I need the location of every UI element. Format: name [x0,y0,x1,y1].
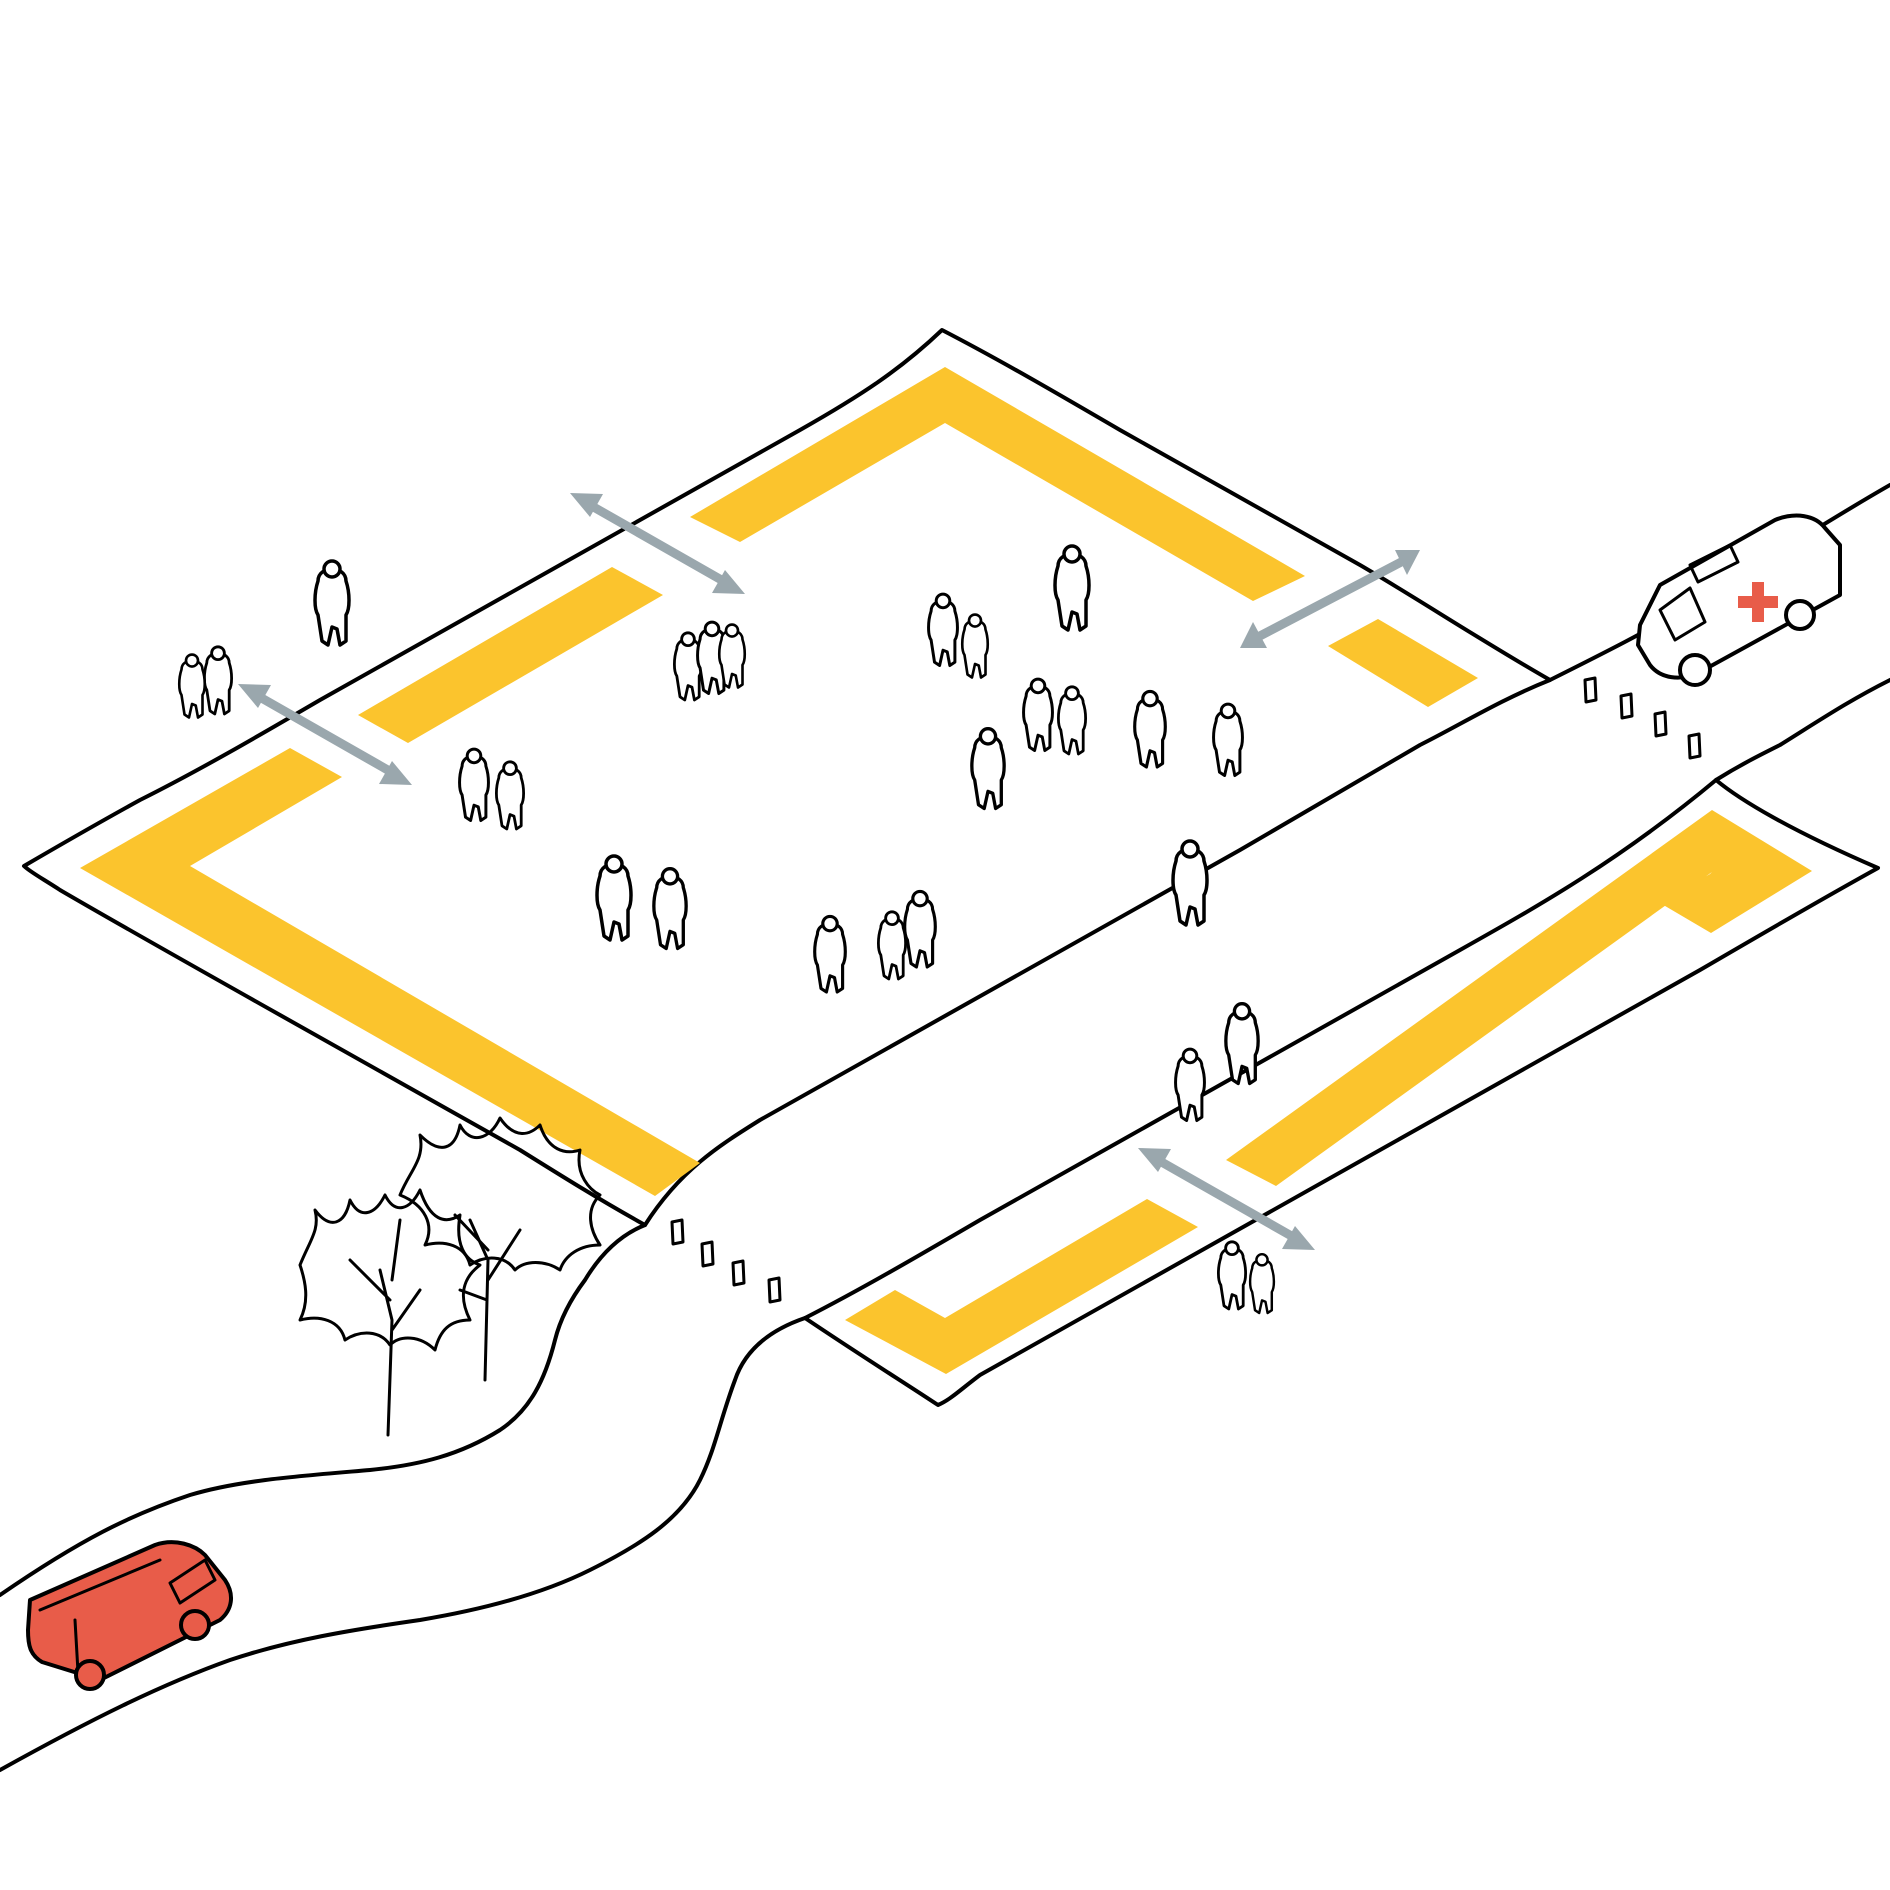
person-icon [970,727,1006,811]
ambulance-windshield [1658,586,1707,642]
person-icon [1022,677,1054,752]
ambulance-wheel-rear [1784,599,1816,631]
bollard [700,1240,715,1268]
person-icon [717,623,747,689]
person-icon [202,645,234,716]
marking-lower-left [845,1199,1198,1374]
trees [298,1116,602,1437]
person-icon [813,914,847,994]
flow-arrows [238,493,1420,1250]
double-arrow-icon [1240,550,1420,648]
van-wheel-rear [74,1659,106,1691]
marking-top-right [690,367,1305,601]
road-upper-right-edge-bottom [1714,678,1890,782]
person-icon [652,867,688,951]
bollard [670,1218,685,1246]
person-icon [877,910,907,981]
roads [0,483,1890,1772]
bollard [1583,676,1598,704]
person-icon [1212,702,1244,777]
person-icon [313,559,351,647]
person-icon [458,747,490,822]
person-icon [927,592,959,667]
bollards-right [1583,676,1702,760]
lower-plaza-boundary-markings [845,810,1812,1374]
bollard [767,1276,782,1304]
lower-plaza-outline [803,778,1880,1407]
person-icon [494,760,525,831]
person-icon [903,889,937,969]
van-icon [26,1540,233,1691]
bollard [731,1259,746,1287]
person-icon [1133,689,1167,769]
bollard [1687,732,1702,760]
double-arrow-icon [1138,1148,1315,1250]
marking-top-left [358,567,663,743]
ambulance-wheel-front [1678,653,1712,687]
tree-icon [298,1188,482,1437]
person-icon [1053,544,1091,632]
person-icon [1174,1047,1206,1122]
lower-plaza [803,778,1880,1407]
person-icon [177,653,207,719]
ambulance-cross [1738,582,1778,622]
person-icon [1171,839,1209,927]
van-windshield [168,1558,217,1605]
person-icon [1057,685,1087,756]
person-icon [1217,1240,1247,1311]
upper-plaza-boundary-markings [80,367,1478,1196]
road-winding-edge-upper [0,1223,647,1597]
ambulance-icon [1636,513,1842,687]
road-winding-edge-lower [0,1316,807,1772]
upper-plaza [22,328,1552,1227]
people [177,544,1276,1315]
van-door-line [38,1558,162,1674]
marking-lower-right [1226,810,1812,1186]
van-wheel-front [179,1609,211,1641]
bollards-left [670,1218,782,1304]
person-icon [960,613,990,679]
double-arrow-icon [570,493,745,594]
person-icon [1248,1252,1276,1315]
tree-icon [398,1116,602,1382]
upper-plaza-outline [22,328,1552,1227]
bollard [1619,692,1634,720]
person-icon [595,854,633,942]
marking-left-corner [80,748,700,1196]
bollard [1653,710,1668,738]
double-arrow-icon [238,684,412,785]
ambulance-light [1688,543,1740,584]
marking-right-stub [1328,619,1478,707]
person-icon [1224,1002,1260,1086]
